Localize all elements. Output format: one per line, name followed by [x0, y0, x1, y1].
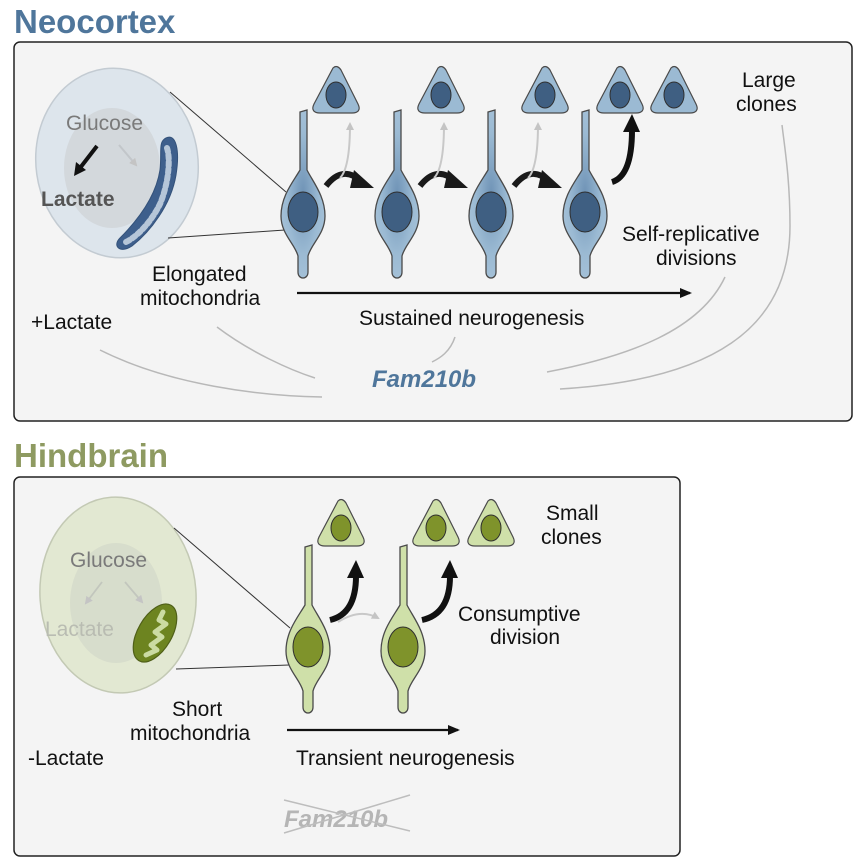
neuron-icon: [317, 498, 365, 547]
neuron-nucleus: [330, 514, 352, 542]
minor-differentiation-arrow-icon: [527, 122, 542, 179]
neocortex-zoom-line-bottom: [167, 229, 286, 239]
neuron-nucleus: [480, 514, 502, 542]
neuron-icon: [467, 498, 515, 547]
neuron-icon: [417, 65, 465, 114]
hindbrain-mito-label-line2: mitochondria: [130, 722, 251, 745]
neocortex-metabolism-inset: Glucose Lactate: [34, 67, 200, 259]
hindbrain-glucose-to-lactate-arrow: [84, 581, 103, 605]
radial-glia-progenitor-icon: [380, 544, 426, 714]
progenitor-nucleus: [569, 191, 601, 233]
neuron-nucleus: [609, 81, 631, 109]
neuron-nucleus: [534, 81, 556, 109]
hindbrain-title: Hindbrain: [14, 437, 168, 474]
hindbrain-glucose-to-mito-arrow: [124, 581, 144, 604]
hindbrain-metabolism-inset: Glucose Lactate: [39, 496, 197, 694]
progenitor-nucleus: [381, 191, 413, 233]
neocortex-progenitors: [280, 109, 608, 279]
hindbrain-division-label-line2: division: [490, 626, 560, 649]
progenitor-nucleus: [387, 626, 419, 668]
neuron-nucleus: [430, 81, 452, 109]
radial-glia-progenitor-icon: [562, 109, 608, 279]
glucose-to-lactate-arrow: [78, 144, 99, 170]
neocortex-title: Neocortex: [14, 3, 176, 40]
minor-differentiation-arrow-icon: [433, 122, 448, 179]
gene-crossed-out-icon: [283, 794, 411, 834]
mitochondrion-cristae: [123, 145, 172, 245]
hindbrain-zoom-line-bottom: [175, 664, 290, 670]
neuron-icon: [412, 498, 460, 547]
neuron-icon: [650, 65, 698, 114]
neocortex-glucose-label: Glucose: [66, 112, 143, 135]
neuron-icon: [521, 65, 569, 114]
hindbrain-lactate-label: Lactate: [45, 618, 114, 641]
minor-self-renewal-arrow-icon: [337, 611, 380, 623]
hindbrain-glucose-label: Glucose: [70, 549, 147, 572]
hindbrain-clone-label-line1: Small: [546, 502, 599, 525]
differentiation-arrow-icon: [421, 560, 458, 623]
minor-differentiation-arrow-icon: [339, 122, 354, 179]
glucose-to-mito-arrow: [118, 144, 138, 167]
neocortex-division-label-line2: divisions: [656, 247, 737, 270]
progenitor-nucleus: [287, 191, 319, 233]
neocortex-mito-label-line2: mitochondria: [140, 287, 261, 310]
progenitor-nucleus: [475, 191, 507, 233]
neocortex-lactate-label: Lactate: [41, 188, 115, 211]
hindbrain-condition-label: -Lactate: [28, 747, 104, 770]
radial-glia-progenitor-icon: [285, 544, 331, 714]
differentiation-arrow-icon: [329, 560, 364, 623]
neocortex-gene-label: Fam210b: [372, 366, 476, 393]
hindbrain-zoom-line-top: [173, 527, 291, 629]
radial-glia-progenitor-icon: [280, 109, 326, 279]
radial-glia-progenitor-icon: [468, 109, 514, 279]
hindbrain-clone-label-line2: clones: [541, 526, 602, 549]
hindbrain-mito-label-line1: Short: [172, 698, 222, 721]
neocortex-condition-label: +Lactate: [31, 311, 112, 334]
hindbrain-division-label-line1: Consumptive: [458, 603, 581, 626]
hindbrain-neurons: [317, 498, 515, 547]
neuron-icon: [596, 65, 644, 114]
short-mitochondrion-cristae: [143, 609, 169, 658]
neuron-nucleus: [663, 81, 685, 109]
neuron-icon: [312, 65, 360, 114]
neocortex-clone-label-line2: clones: [736, 93, 797, 116]
differentiation-arrow-icon: [610, 114, 640, 185]
neocortex-zoom-line-top: [169, 91, 287, 193]
radial-glia-progenitor-icon: [374, 109, 420, 279]
hindbrain-division-arrows: [329, 560, 458, 623]
neocortex-panel: [13, 41, 853, 422]
hindbrain-progenitors: [285, 544, 426, 714]
neocortex-clone-label-line1: Large: [742, 69, 796, 92]
neocortex-gene-connectors: [99, 124, 791, 398]
hindbrain-timeline-label: Transient neurogenesis: [296, 747, 515, 770]
progenitor-nucleus: [292, 626, 324, 668]
neuron-nucleus: [425, 514, 447, 542]
glucose-to-lactate-arrowhead: [74, 162, 86, 176]
neocortex-mito-label-line1: Elongated: [152, 263, 247, 286]
neuron-nucleus: [325, 81, 347, 109]
neocortex-division-label-line1: Self-replicative: [622, 223, 760, 246]
neocortex-division-arrows: [323, 114, 640, 188]
elongated-mitochondrion-icon: [116, 136, 179, 250]
neocortex-timeline-label: Sustained neurogenesis: [359, 307, 584, 330]
neocortex-neurons: [312, 65, 698, 114]
